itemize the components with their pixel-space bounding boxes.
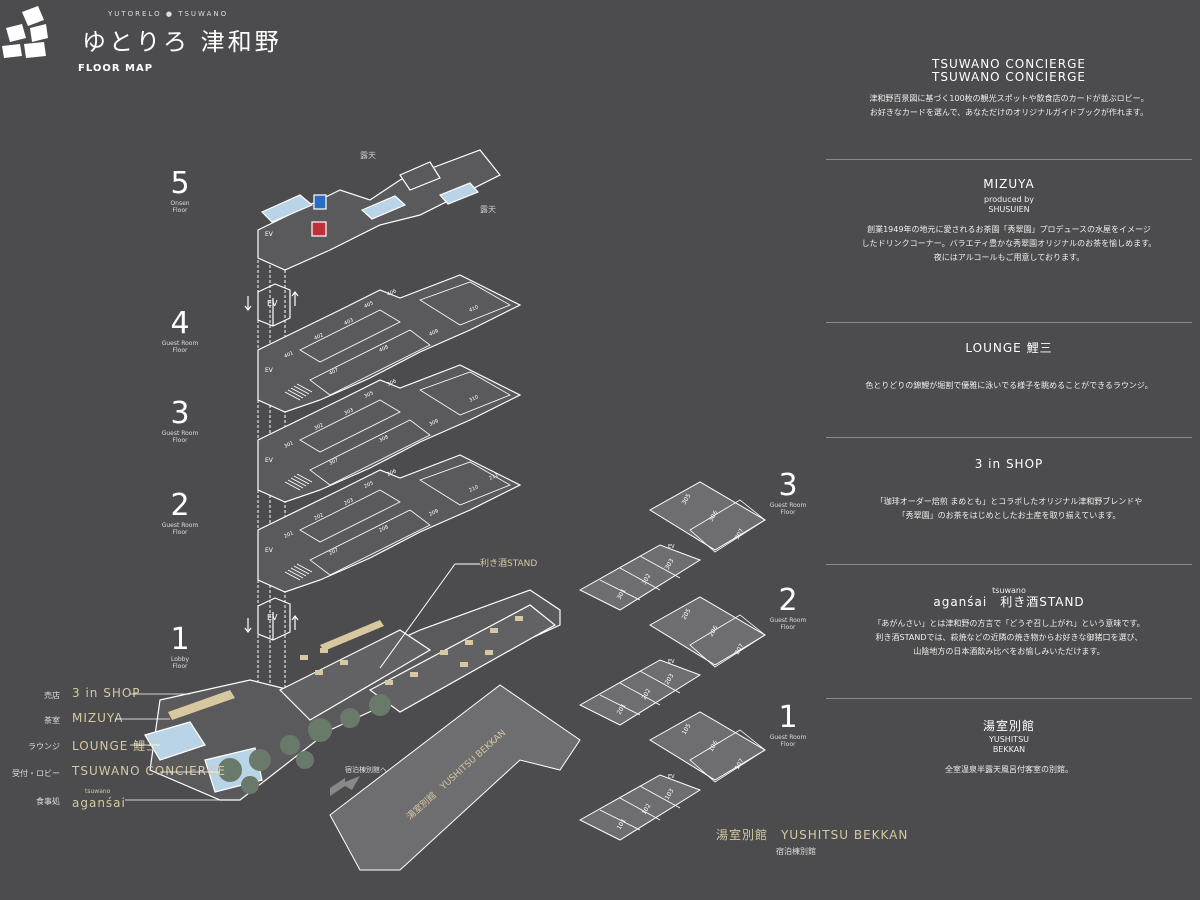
annex-room-label: 105	[681, 722, 693, 736]
ev-label-top: EV	[267, 299, 278, 308]
annex-room-label: 303	[664, 557, 676, 571]
room-label: 407	[328, 367, 339, 376]
room-label: 402	[313, 332, 324, 341]
roten-label-2: 露天	[480, 205, 496, 214]
room-label: 307	[328, 457, 339, 466]
room-label: 401	[283, 350, 294, 359]
room-label: 202	[313, 512, 324, 521]
ev-label-bottom: EV	[267, 613, 278, 622]
room-label: 205	[363, 480, 374, 489]
annex-room-label: 201	[616, 702, 628, 716]
annex-room-label: 306	[708, 509, 720, 523]
room-label: 211	[488, 472, 499, 481]
panel-concierge: TSUWANO CONCIERGE TSUWANO CONCIERGE 津和野百…	[869, 57, 1149, 118]
room-label: 207	[328, 547, 339, 556]
annex-room-label: 203	[664, 672, 676, 686]
annex-room-label: 207	[734, 642, 746, 656]
annex-room-label: 206	[708, 624, 720, 638]
room-label: 308	[378, 434, 389, 443]
room-label: 210	[468, 484, 479, 493]
annex-building-block	[329, 684, 581, 871]
tables	[300, 616, 523, 685]
logo-name: ゆとりろ 津和野	[82, 28, 282, 56]
annex-room-label: 205	[681, 607, 693, 621]
room-label: 206	[386, 468, 397, 477]
logo-mark-icon	[2, 6, 48, 58]
annex-room-label: 103	[664, 787, 676, 801]
logo: YUTORELO ● TSUWANO ゆとりろ 津和野 FLOOR MAP	[0, 0, 279, 90]
room-label: 208	[378, 524, 389, 533]
annex-room-label: 202	[641, 687, 653, 701]
annex-ev-label: EV	[668, 544, 675, 550]
room-label: 409	[428, 328, 439, 337]
room-label: 309	[428, 418, 439, 427]
room-label: 209	[428, 508, 439, 517]
room-label: 306	[386, 378, 397, 387]
annex-room-label: 107	[734, 757, 746, 771]
room-label: 301	[283, 440, 294, 449]
room-label: 201	[283, 530, 294, 539]
room-label: 310	[468, 394, 479, 403]
kikizake-callout: 利き酒STAND	[480, 557, 537, 569]
page-subtitle: FLOOR MAP	[78, 63, 154, 74]
logo-roman: YUTORELO ● TSUWANO	[108, 10, 229, 18]
elevator-icons	[244, 283, 299, 641]
ev-label: EV	[265, 547, 274, 554]
annex-room-label: 102	[641, 802, 653, 816]
floor-5-plan	[257, 149, 501, 271]
annex-ev-label: EV	[668, 659, 675, 665]
room-label: 305	[363, 390, 374, 399]
panel-agansai: tsuwano aganśai 利き酒STAND 「あがんさい」とは津和野の方言…	[873, 586, 1145, 656]
room-label: 203	[343, 497, 354, 506]
room-label: 303	[343, 407, 354, 416]
room-label: 406	[386, 288, 397, 297]
floor-1-plan	[144, 589, 561, 801]
annex-ev-label: EV	[668, 774, 675, 780]
room-label: 405	[363, 300, 374, 309]
room-label: 302	[313, 422, 324, 431]
roten-label-1: 露天	[360, 151, 376, 160]
panel-bekkan: 湯室別館 YUSHITSU BEKKAN 全室温泉半露天風呂付客室の別館。	[945, 719, 1073, 775]
garden-trees	[218, 694, 391, 794]
ev-label: EV	[265, 367, 274, 374]
panel-mizuya: MIZUYA produced by SHUSUIEN 創業1949年の地元に愛…	[861, 177, 1157, 263]
room-label: 410	[468, 304, 479, 313]
panel-lounge: LOUNGE 鯉三 色とりどりの錦鯉が堀割で優雅に泳いでる様子を眺めることができ…	[865, 341, 1153, 391]
room-label: 403	[343, 317, 354, 326]
ev-label: EV	[265, 457, 274, 464]
annex-room-label: 307	[734, 527, 746, 541]
legend-leader-lines	[115, 693, 230, 801]
ev-label-f5: EV	[265, 231, 274, 238]
floor-map-diagram: 401402403405406407408409410EV30130230330…	[144, 149, 766, 871]
room-label: 408	[378, 344, 389, 353]
annex-subtitle: 宿泊棟別館	[776, 847, 816, 856]
annex-room-label: 305	[681, 492, 693, 506]
legend-agansai: 食事処 aganśai tsuwano	[36, 788, 126, 810]
annex-room-label: 302	[641, 572, 653, 586]
panel-shop: 3 in SHOP 「珈琲オーダー焙煎 まめとも」とコラボしたオリジナル津和野ブ…	[875, 457, 1143, 521]
annex-title: 湯室別館 YUSHITSU BEKKAN	[716, 828, 909, 842]
annex-room-label: 101	[616, 817, 628, 831]
to-annex-label: 宿泊棟別館へ	[345, 765, 387, 774]
annex-room-label: 106	[708, 739, 720, 753]
annex-room-label: 301	[616, 587, 628, 601]
